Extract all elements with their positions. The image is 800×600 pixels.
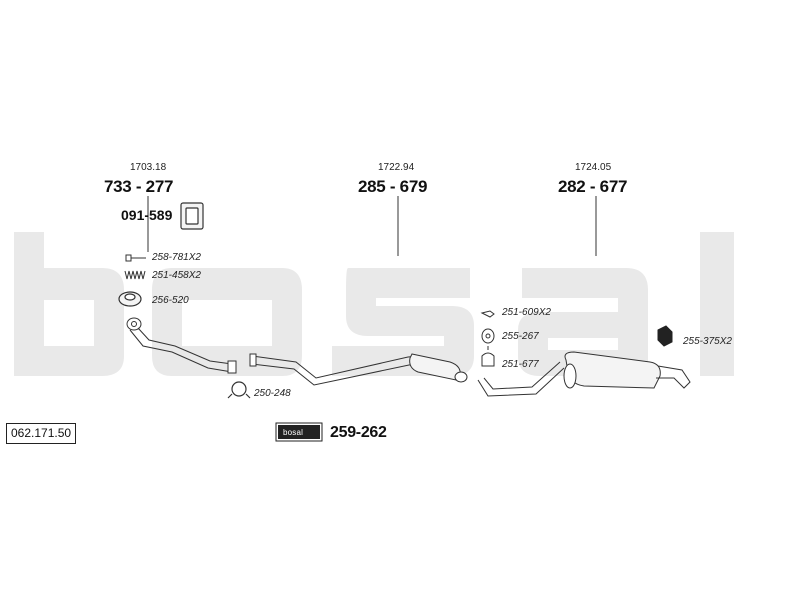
accessory-label: 258-781X2 (152, 252, 201, 263)
accessory-label: 255-375X2 (683, 336, 732, 347)
rubber-mount-icon (481, 328, 495, 344)
accessory-label: 256-520 (152, 295, 189, 306)
group-ref-2: 1722.94 (378, 162, 415, 173)
sub-part-number: 091-589 (121, 207, 173, 223)
bracket-icon (481, 346, 495, 367)
accessory-label: 251-677 (502, 359, 539, 370)
accessory-label: 251-609X2 (502, 307, 551, 318)
front-pipe (126, 317, 237, 374)
accessory-label: 255-267 (502, 331, 539, 342)
group-part-3: 282 - 677 (558, 177, 628, 196)
accessory-label: 251-458X2 (152, 270, 201, 281)
group-ref-3: 1724.05 (575, 162, 612, 173)
bosal-logo-badge (278, 425, 320, 439)
group-part-1: 733 - 277 (104, 177, 174, 196)
bolt-icon (125, 254, 146, 262)
clamp-icon (227, 381, 251, 399)
centre-silencer (249, 353, 468, 386)
group-part-2: 285 - 679 (358, 177, 428, 196)
hanger-bracket-icon (180, 202, 204, 230)
rear-silencer (477, 351, 691, 397)
spring-icon (124, 270, 146, 280)
kit-logo-text: bosal (283, 428, 304, 437)
accessory-label: 250-248 (254, 388, 291, 399)
reference-number: 062.171.50 (6, 423, 77, 444)
kit-part-number: 259-262 (330, 424, 387, 441)
group-ref-1: 1703.18 (130, 162, 167, 173)
nut-icon (657, 325, 673, 347)
gasket-ring-icon (118, 291, 142, 307)
bolt-icon (480, 310, 495, 318)
bosal-watermark (14, 232, 734, 376)
